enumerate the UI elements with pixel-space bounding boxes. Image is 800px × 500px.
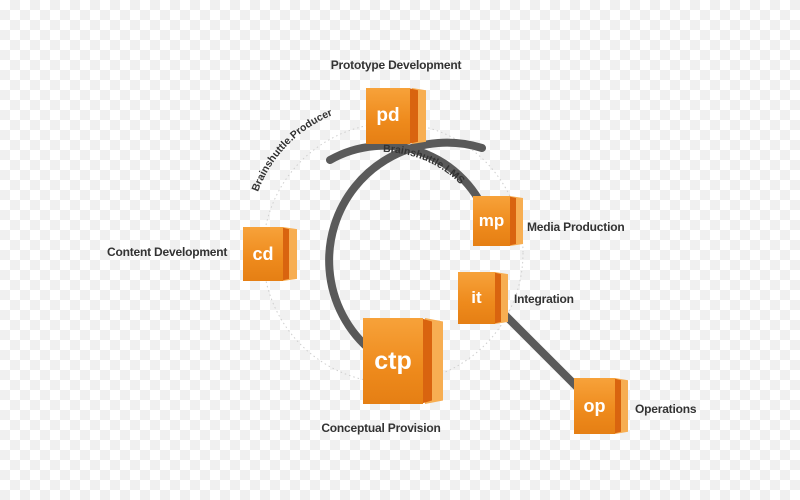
node-abbr-op: op [574, 378, 615, 434]
node-media-production: mp [473, 196, 523, 246]
track-label-producer: Brainshuttle.Producer [250, 107, 334, 193]
node-abbr-mp: mp [473, 196, 510, 246]
node-prototype-development: pd [366, 88, 426, 144]
label-prototype-development: Prototype Development [330, 58, 462, 72]
node-abbr-pd: pd [366, 88, 410, 144]
label-operations: Operations [635, 402, 697, 416]
node-integration: it [458, 272, 508, 324]
node-abbr-cd: cd [243, 227, 283, 281]
label-integration: Integration [514, 292, 574, 306]
node-operations: op [574, 378, 628, 434]
label-conceptual-provision: Conceptual Provision [321, 421, 441, 435]
node-abbr-ctp: ctp [363, 318, 423, 404]
label-content-development: Content Development [107, 245, 228, 259]
label-media-production: Media Production [527, 220, 625, 234]
node-conceptual-provision: ctp [363, 318, 443, 404]
node-content-development: cd [243, 227, 297, 281]
node-abbr-it: it [458, 272, 495, 324]
